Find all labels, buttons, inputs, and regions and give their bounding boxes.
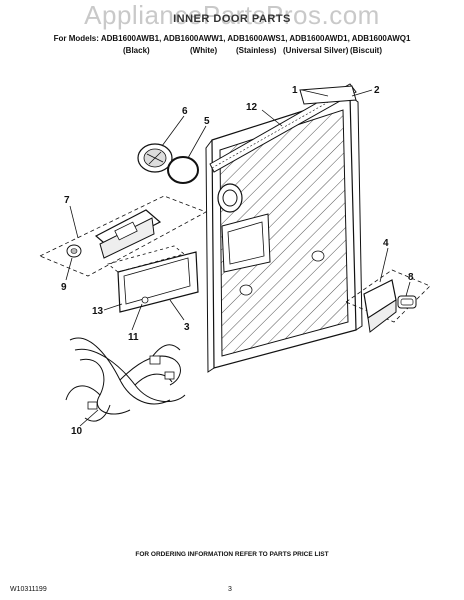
- document-id: W10311199: [10, 586, 47, 593]
- color-label-universal-silver: (Universal Silver): [283, 46, 349, 55]
- inner-door-panel: [205, 95, 363, 373]
- callout-3: 3: [184, 322, 190, 333]
- color-label-stainless: (Stainless): [236, 46, 277, 55]
- dispenser-assembly: [39, 195, 207, 277]
- wire-harness: [65, 337, 186, 422]
- callout-6: 6: [182, 106, 188, 117]
- callout-7: 7: [64, 195, 70, 206]
- dispenser-gasket: [167, 156, 199, 184]
- watermark: AppliancePartsPros.com: [84, 0, 380, 30]
- callout-9: 9: [61, 282, 67, 293]
- color-label-black: (Black): [123, 46, 150, 55]
- callout-10: 10: [71, 426, 83, 437]
- leader-lines: [65, 89, 411, 427]
- vent-strip: [299, 85, 357, 105]
- door-latch-assembly: [345, 269, 431, 333]
- color-label-white: (White): [190, 46, 218, 55]
- model-list: For Models: ADB1600AWB1, ADB1600AWW1, AD…: [53, 34, 411, 43]
- page-number: 3: [228, 586, 232, 593]
- callout-4: 4: [383, 238, 389, 249]
- color-label-biscuit: (Biscuit): [350, 46, 382, 55]
- callout-1: 1: [292, 85, 298, 96]
- callout-8: 8: [408, 272, 414, 283]
- callout-12: 12: [246, 102, 258, 113]
- vent-wheel: [137, 143, 173, 173]
- page-title: INNER DOOR PARTS: [173, 13, 291, 25]
- callout-5: 5: [204, 116, 210, 127]
- callout-13: 13: [92, 306, 104, 317]
- callout-2: 2: [374, 85, 380, 96]
- ordering-note: FOR ORDERING INFORMATION REFER TO PARTS …: [135, 551, 329, 558]
- top-trim-strip: [209, 83, 357, 173]
- callout-11: 11: [128, 332, 139, 343]
- control-board: [107, 245, 199, 313]
- callout-labels: 1 2 12 6 5 7 9 13 11 3 4 8 10: [61, 85, 414, 437]
